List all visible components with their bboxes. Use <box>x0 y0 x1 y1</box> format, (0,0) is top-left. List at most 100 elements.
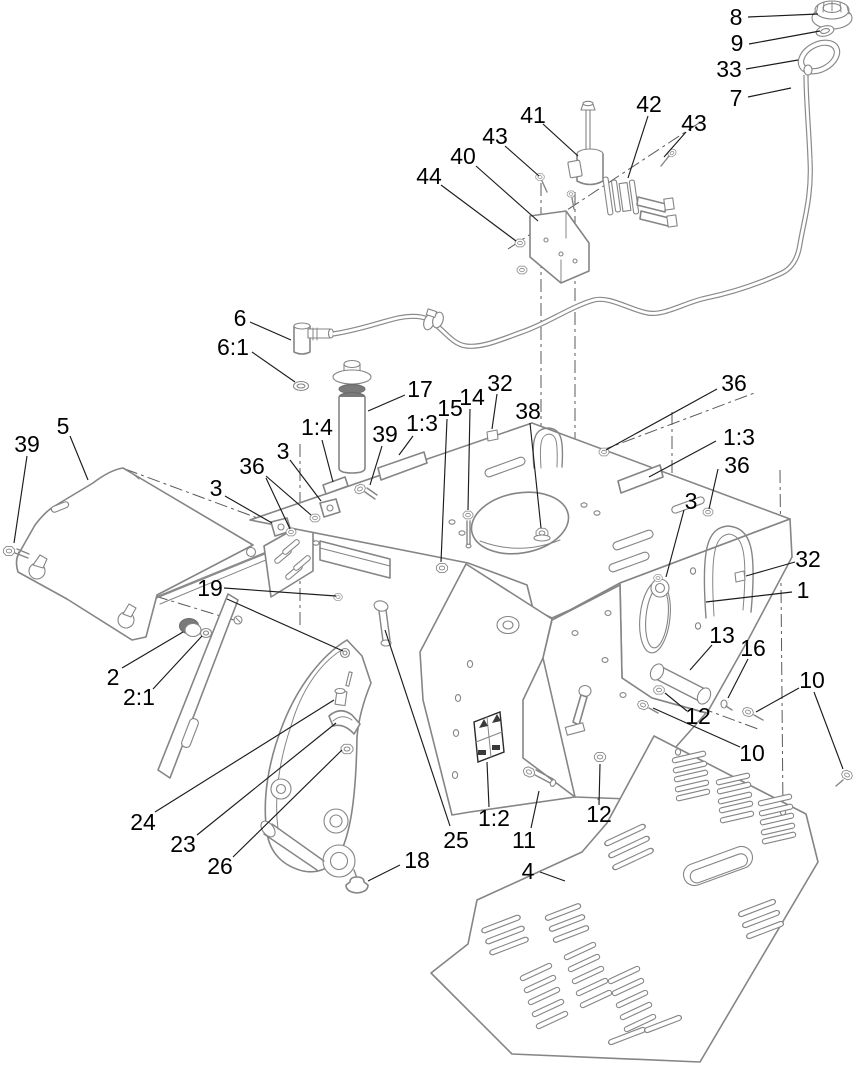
leader-line-3 <box>289 459 322 502</box>
warning-decal-icon <box>473 711 505 763</box>
callout-26-46: 26 <box>207 853 233 879</box>
solenoid-41 <box>567 100 604 186</box>
leader-line-39 <box>369 445 383 486</box>
leader-line-2 <box>121 631 184 669</box>
spacer-13 <box>649 663 712 705</box>
callout-1-3-18: 1:3 <box>406 410 438 436</box>
callout-11-40: 11 <box>512 827 536 853</box>
leader-line-13 <box>689 644 713 671</box>
plug-18 <box>345 869 369 894</box>
leader-line-3 <box>224 495 273 524</box>
leader-line-19 <box>226 598 344 652</box>
callout-13-34: 13 <box>709 622 735 648</box>
decal-1-4 <box>322 476 349 495</box>
leader-line-11 <box>530 790 540 829</box>
tab-32-top <box>486 429 499 442</box>
callout-3-25: 3 <box>210 475 223 501</box>
callout-41-4: 41 <box>520 102 546 128</box>
callout-14-14: 14 <box>459 384 485 410</box>
callout-12-39: 12 <box>586 801 612 827</box>
leader-line-17 <box>367 394 406 412</box>
frame-holes <box>312 502 702 779</box>
nut-36 <box>702 507 714 517</box>
grommet-3-right <box>650 574 670 598</box>
leader-line-14 <box>467 408 471 511</box>
leader-line-38 <box>529 422 542 529</box>
callout-2-1-33: 2:1 <box>123 684 155 710</box>
leader-line-33 <box>745 59 799 70</box>
nut-36 <box>309 513 321 523</box>
callout-6-1-11: 6:1 <box>217 334 249 360</box>
nut-19 <box>333 593 343 601</box>
screw-19 <box>233 615 243 625</box>
callout-3-28: 3 <box>685 488 698 514</box>
leader-line-2-1 <box>152 635 203 690</box>
decal-1-3-left <box>377 451 428 481</box>
leader-line-40 <box>475 165 539 222</box>
callout-25-42: 25 <box>443 827 469 853</box>
washer-2-1 <box>199 627 213 639</box>
leader-line-1-2 <box>486 761 490 808</box>
leader-line-39 <box>13 455 28 544</box>
leader-line-25 <box>384 629 451 827</box>
leader-line-36 <box>605 388 718 451</box>
nut-44 <box>514 238 526 248</box>
decal-1-3-right <box>617 464 664 494</box>
callout-4-43: 4 <box>522 858 535 884</box>
leader-line-10 <box>652 707 741 748</box>
bolt-10-a <box>636 698 659 714</box>
callout-6-10: 6 <box>234 305 247 331</box>
screw-43-left <box>535 173 548 193</box>
main-frame-1 <box>249 422 793 816</box>
bolt-10-c <box>835 768 854 787</box>
fuel-cap-8 <box>811 0 853 30</box>
callout-36-23: 36 <box>239 453 265 479</box>
leader-line-36 <box>708 468 719 510</box>
bolt-14 <box>462 510 474 549</box>
callout-16-35: 16 <box>740 635 766 661</box>
frame-front-leg <box>260 639 372 878</box>
leader-line-9 <box>748 30 821 45</box>
o-ring-6-1 <box>292 380 310 392</box>
leader-line-43 <box>663 131 687 158</box>
leader-line-3 <box>665 509 685 578</box>
leader-line-10 <box>755 687 800 713</box>
callout-44-9: 44 <box>416 163 442 189</box>
leader-line-42 <box>627 115 649 179</box>
leader-line-32 <box>745 561 796 577</box>
leader-line-12 <box>598 763 601 806</box>
nut-44 <box>516 265 528 275</box>
leader-line-43 <box>504 145 540 177</box>
leader-line-23 <box>196 722 337 836</box>
leader-line-6-1 <box>251 351 296 383</box>
leader-line-10 <box>813 691 844 770</box>
leader-line-12 <box>664 692 688 712</box>
cap-gasket-9 <box>815 25 835 37</box>
leader-line-1-4 <box>321 439 334 483</box>
callout-36-17: 36 <box>721 370 747 396</box>
screw-small <box>566 190 576 210</box>
callout-1-2-41: 1:2 <box>478 805 510 831</box>
leader-line-1-3 <box>398 435 414 456</box>
frame-tower-bracket <box>263 523 391 598</box>
leader-line-24 <box>154 699 335 813</box>
leader-line-26 <box>232 749 343 858</box>
leader-lines <box>13 13 844 882</box>
nut-12-left <box>593 752 607 762</box>
screw-39-center <box>353 482 378 500</box>
callout-39-22: 39 <box>14 431 40 457</box>
clip-3-top <box>319 498 341 518</box>
cap-retainer-33 <box>797 39 841 76</box>
leader-line-1-3 <box>648 440 717 478</box>
bolt-25 <box>373 600 392 647</box>
callout-43-7: 43 <box>681 110 707 136</box>
callout-32-29: 32 <box>795 546 821 572</box>
leader-line-5 <box>69 435 89 481</box>
nut-15 <box>435 563 449 573</box>
callout-10-38: 10 <box>799 667 825 693</box>
callout-8-0: 8 <box>730 4 743 30</box>
callout-2-32: 2 <box>107 664 120 690</box>
bushing-2 <box>179 618 202 638</box>
